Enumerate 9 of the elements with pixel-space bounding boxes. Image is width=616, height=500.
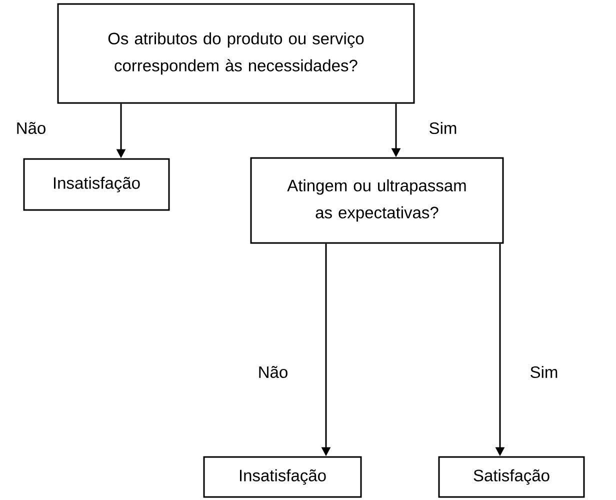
edge-label: Sim [430, 122, 456, 134]
edge-label: Sim [530, 366, 558, 378]
process-box: Satisfação [438, 456, 585, 498]
edge-label: Não [259, 366, 288, 378]
process-box: Atingem ou ultrapassam as expectativas? [250, 157, 504, 244]
process-box: Insatisfação [23, 158, 170, 211]
process-box: Os atributos do produto ou serviço correspondem às necessidades? [57, 3, 415, 104]
process-box: Insatisfação [203, 456, 362, 498]
edge-label: Não [17, 122, 46, 134]
